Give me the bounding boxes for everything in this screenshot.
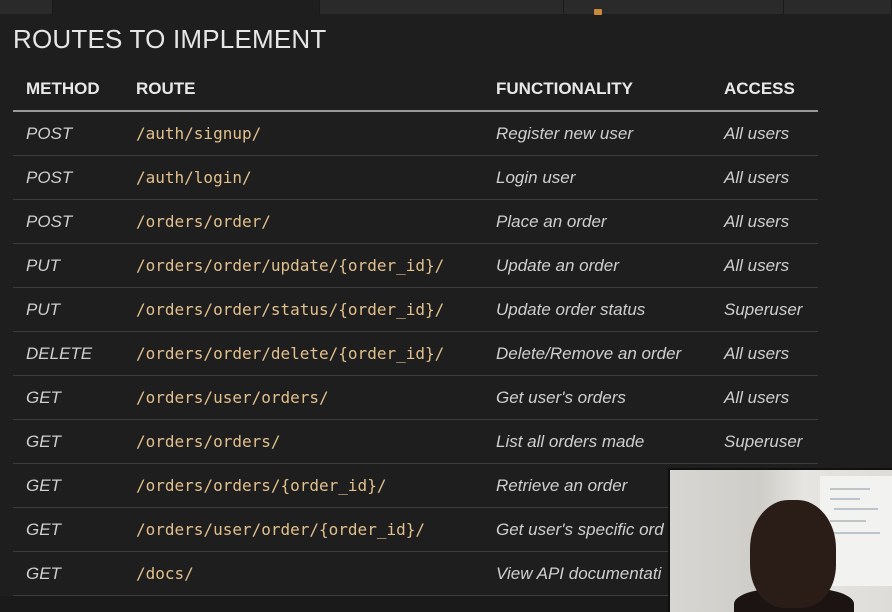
table-row: GET /orders/orders/ List all orders made… (13, 419, 818, 464)
cell-route: /orders/order/update/{order_id}/ (123, 243, 483, 288)
cell-access: All users (711, 375, 818, 420)
table-row: POST /auth/signup/ Register new user All… (13, 111, 818, 156)
cell-route: /auth/login/ (123, 155, 483, 200)
tab-strip (0, 0, 892, 15)
cell-method: PUT (13, 243, 123, 288)
cell-method: GET (13, 419, 123, 464)
cell-functionality: Get user's orders (483, 375, 711, 420)
file-icon (593, 9, 602, 15)
table-row: POST /auth/login/ Login user All users (13, 155, 818, 200)
webcam-overlay (668, 468, 892, 612)
cell-route: /orders/orders/{order_id}/ (123, 463, 483, 508)
cell-route: /orders/order/status/{order_id}/ (123, 287, 483, 332)
page-title: ROUTES TO IMPLEMENT (13, 24, 327, 54)
cell-functionality: Login user (483, 155, 711, 200)
table-row: PUT /orders/order/status/{order_id}/ Upd… (13, 287, 818, 332)
table-row: GET /orders/user/orders/ Get user's orde… (13, 375, 818, 420)
cell-method: POST (13, 155, 123, 200)
table-row: POST /orders/order/ Place an order All u… (13, 199, 818, 244)
cell-method: DELETE (13, 331, 123, 376)
cell-route: /auth/signup/ (123, 111, 483, 156)
cell-method: GET (13, 507, 123, 552)
cell-access: All users (711, 331, 818, 376)
cell-method: GET (13, 551, 123, 596)
presenter-head (750, 500, 836, 608)
cell-functionality: Update order status (483, 287, 711, 332)
cell-functionality: Delete/Remove an order (483, 331, 711, 376)
cell-access: All users (711, 243, 818, 288)
column-header-route: ROUTE (123, 68, 483, 112)
cell-route: /orders/user/order/{order_id}/ (123, 507, 483, 552)
cell-functionality: List all orders made (483, 419, 711, 464)
tab[interactable] (320, 0, 564, 14)
cell-access: All users (711, 111, 818, 156)
bottom-bar (0, 596, 668, 612)
cell-route: /orders/user/orders/ (123, 375, 483, 420)
cell-access: Superuser (711, 419, 818, 464)
cell-method: POST (13, 111, 123, 156)
cell-route: /orders/order/delete/{order_id}/ (123, 331, 483, 376)
cell-access: All users (711, 155, 818, 200)
tab[interactable] (0, 0, 53, 14)
cell-functionality: Register new user (483, 111, 711, 156)
cell-access: Superuser (711, 287, 818, 332)
tab[interactable] (563, 0, 784, 15)
column-header-method: METHOD (13, 68, 123, 112)
cell-method: PUT (13, 287, 123, 332)
table-row: DELETE /orders/order/delete/{order_id}/ … (13, 331, 818, 376)
table-row: PUT /orders/order/update/{order_id}/ Upd… (13, 243, 818, 288)
cell-route: /docs/ (123, 551, 483, 596)
cell-route: /orders/orders/ (123, 419, 483, 464)
cell-method: POST (13, 199, 123, 244)
cell-method: GET (13, 463, 123, 508)
cell-functionality: Place an order (483, 199, 711, 244)
tab[interactable] (783, 0, 892, 14)
column-header-access: ACCESS (711, 68, 818, 112)
cell-route: /orders/order/ (123, 199, 483, 244)
cell-access: All users (711, 199, 818, 244)
cell-functionality: Update an order (483, 243, 711, 288)
tab[interactable] (52, 0, 321, 14)
cell-method: GET (13, 375, 123, 420)
column-header-functionality: FUNCTIONALITY (483, 68, 711, 112)
table-header-row: METHOD ROUTE FUNCTIONALITY ACCESS (13, 68, 818, 112)
